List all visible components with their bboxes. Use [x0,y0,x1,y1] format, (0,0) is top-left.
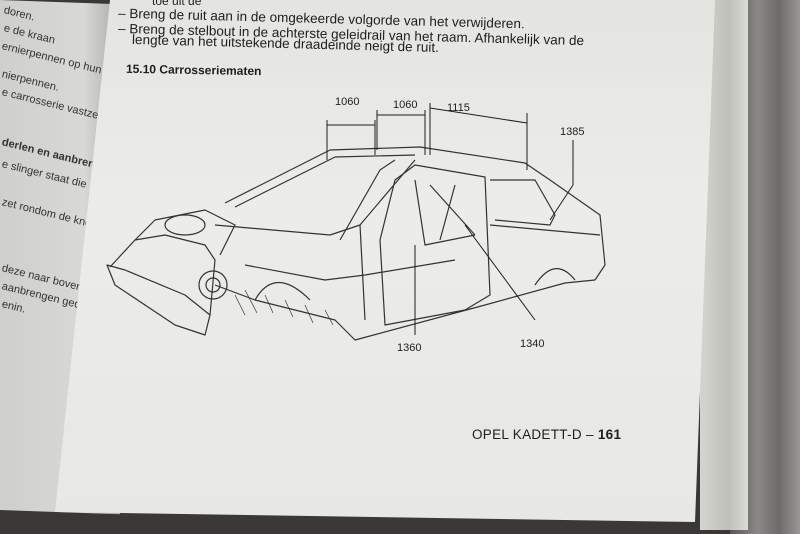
floor-line [244,259,456,281]
page-number: 161 [597,427,622,442]
rear-belt-line [489,224,601,236]
left-text-line: enin. [0,298,27,316]
text-line-top: toe uit de [152,0,202,8]
rear-hatch [549,179,606,281]
left-text-line: doren. [2,4,36,24]
dim-label-1385: 1385 [560,126,584,138]
reservoir [164,214,206,236]
suspension-mount [198,270,228,300]
leader-1385 [549,140,574,221]
car-body-diagram: 1060 1060 1115 1385 1360 1340 [106,96,606,354]
dim-label-1060-a: 1060 [335,96,359,108]
page-footer: OPEL KADETT-D – 161 [472,427,621,442]
door-front-edge [359,224,366,321]
footer-title: OPEL KADETT-D – [472,427,594,442]
windshield-frame [339,159,396,241]
front-panel [109,234,216,316]
front-inner-panel [134,209,236,256]
dim-label-1115: 1115 [447,102,470,114]
roll-bar-front [414,179,476,246]
suspension-mount-inner [205,277,221,293]
a-pillar [214,159,416,236]
roll-bar-cross [429,184,476,241]
dim-1060-a-extension [326,120,376,160]
door-opening [379,164,491,326]
front-bumper [106,264,211,336]
section-heading: 15.10 Carrosseriematen [125,61,262,79]
leader-1340 [464,224,536,321]
rear-wheel-arch [534,268,576,286]
dim-1115-line [429,107,528,124]
dim-label-1360: 1360 [397,342,421,354]
dim-1060-b-extension [376,110,426,155]
front-wheel-arch [254,282,311,301]
dim-1115-extension [429,103,528,170]
left-text-line: zet rondom de knop [0,196,99,232]
roof-line [224,146,551,204]
roof-inner-line [234,154,416,208]
rear-side-window [490,179,556,226]
hatch-lines [234,289,334,326]
dim-label-1060-b: 1060 [393,99,417,111]
dim-label-1340: 1340 [520,338,544,350]
